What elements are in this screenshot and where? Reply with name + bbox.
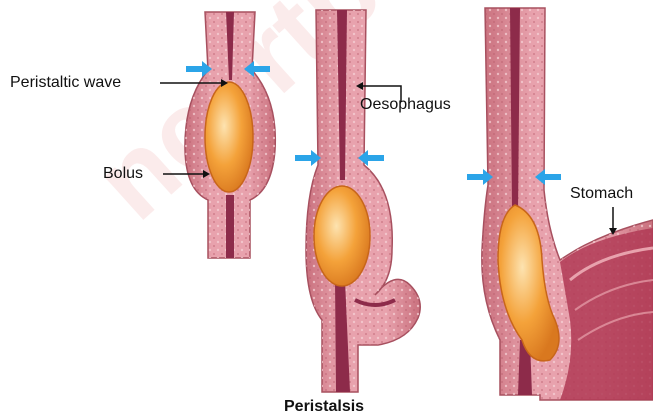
oesophagus-section-3 bbox=[482, 8, 653, 400]
bolus-1 bbox=[205, 82, 253, 192]
label-peristaltic-wave: Peristaltic wave bbox=[10, 74, 121, 92]
label-bolus: Bolus bbox=[103, 165, 143, 183]
bolus-2 bbox=[314, 186, 370, 286]
label-oesophagus: Oesophagus bbox=[360, 96, 451, 114]
label-stomach: Stomach bbox=[570, 185, 633, 203]
oesophagus-section-2 bbox=[306, 10, 420, 392]
figure-caption: Peristalsis bbox=[284, 398, 364, 416]
oesophagus-section-1 bbox=[185, 12, 275, 258]
